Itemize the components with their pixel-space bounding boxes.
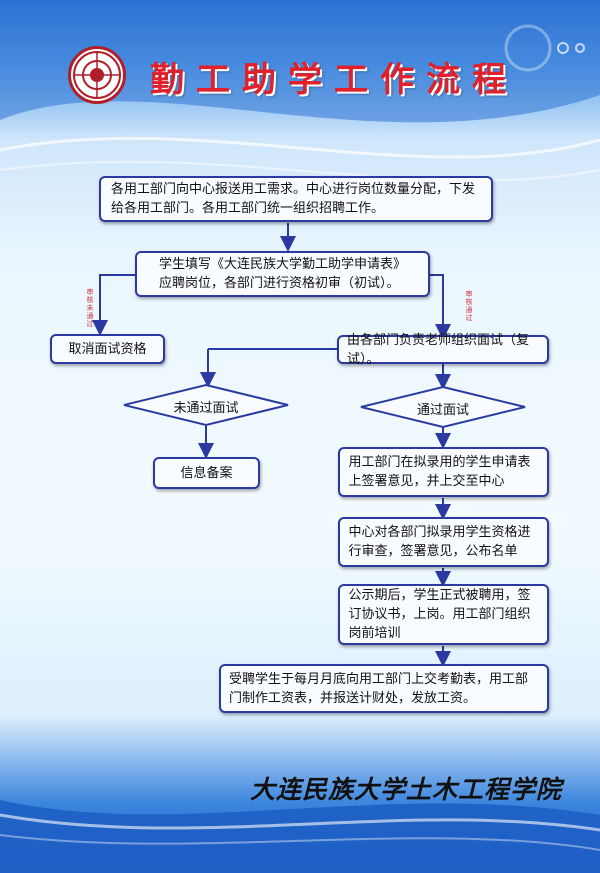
decision-fail-diamond (123, 383, 289, 427)
step-1-demand: 各用工部门向中心报送用工需求。中心进行岗位数量分配，下发给各用工部门。各用工部门… (99, 176, 493, 222)
fail-label: 未通过面试 (173, 401, 239, 416)
step-5-sign: 用工部门在拟录用的学生申请表上签署意见，并上交至中心 (338, 447, 549, 497)
pass-label: 通过面试 (416, 403, 469, 418)
interview-box: 由各部门负责老师组织面试（复试）。 (337, 333, 549, 367)
step-6-review: 中心对各部门拟录用学生资格进行审查，签署意见，公布名单 (338, 517, 549, 567)
note-review-fail: 审核未通过 (86, 288, 94, 328)
step-7-hire: 公示期后，学生正式被聘用，签订协议书，上岗。用工部门组织岗前培训 (338, 584, 549, 645)
footer-college-name: 大连民族大学土木工程学院 (250, 775, 563, 804)
page-title: 勤工助学工作流程 (150, 60, 518, 100)
record-box: 信息备案 (153, 457, 260, 489)
step-8-payroll: 受聘学生于每月月底向用工部门上交考勤表，用工部门制作工资表，并报送计财处，发放工… (219, 664, 549, 713)
university-logo (68, 46, 126, 104)
cancel-interview-box: 取消面试资格 (50, 334, 165, 364)
decision-pass-diamond (360, 385, 526, 429)
note-review-pass: 审核通过 (465, 290, 473, 322)
step-2-apply: 学生填写《大连民族大学勤工助学申请表》应聘岗位，各部门进行资格初审（初试）。 (135, 251, 430, 297)
